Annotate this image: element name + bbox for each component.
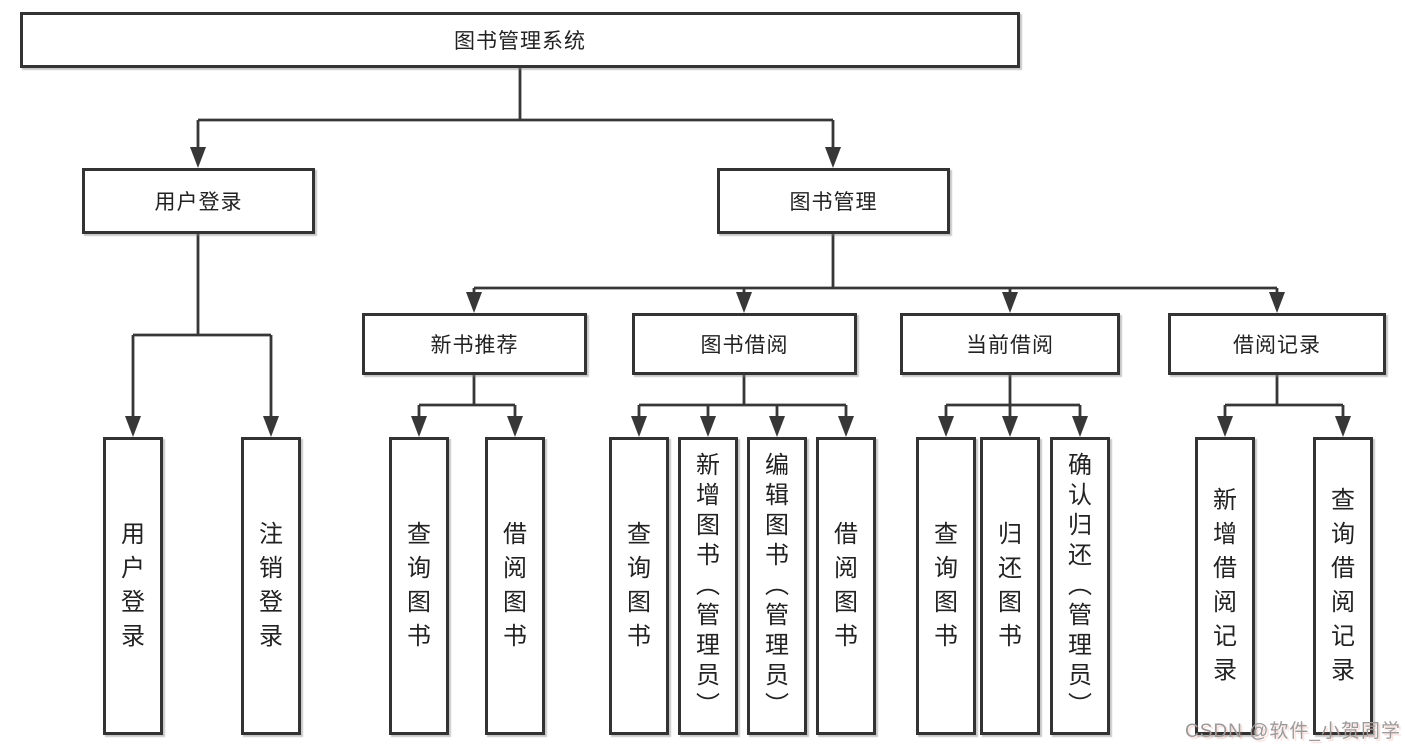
node-label: 用户登录: [121, 521, 145, 650]
node-label: 查询图书: [407, 521, 431, 650]
leaf-query-books-borrowing: 查询图书: [609, 437, 669, 735]
node-book-borrowing: 图书借阅: [632, 313, 857, 375]
leaf-borrow-books: 借阅图书: [816, 437, 876, 735]
node-borrowing-records: 借阅记录: [1168, 313, 1386, 375]
leaf-query-books-current: 查询图书: [916, 437, 976, 735]
leaf-borrow-books-recommend: 借阅图书: [485, 437, 545, 735]
node-current-borrowing: 当前借阅: [900, 313, 1120, 375]
node-new-book-recommendation: 新书推荐: [362, 313, 587, 375]
leaf-edit-book-admin: 编辑图书︵管理员︶: [747, 437, 807, 735]
node-label: 借阅图书: [834, 521, 858, 650]
leaf-add-book-admin: 新增图书︵管理员︶: [678, 437, 738, 735]
node-label: 图书管理: [789, 191, 878, 214]
leaf-add-borrow-record: 新增借阅记录: [1195, 437, 1255, 735]
node-label: 图书借阅: [700, 334, 789, 357]
node-label: 查询借阅记录: [1331, 487, 1355, 684]
node-label: 查询图书: [627, 521, 651, 650]
node-label: 当前借阅: [966, 334, 1054, 357]
node-label: 确认归还︵管理员︶: [1068, 452, 1092, 719]
node-label: 图书管理系统: [454, 30, 586, 53]
node-user-login: 用户登录: [82, 168, 315, 234]
leaf-logout: 注销登录: [241, 437, 301, 735]
node-label: 编辑图书︵管理员︶: [765, 452, 789, 719]
node-label: 归还图书: [998, 521, 1022, 650]
node-label: 查询图书: [934, 521, 958, 650]
leaf-query-borrow-record: 查询借阅记录: [1313, 437, 1373, 735]
node-label: 新增借阅记录: [1213, 487, 1237, 684]
node-label: 用户登录: [154, 191, 243, 214]
node-root-system: 图书管理系统: [20, 12, 1020, 68]
node-book-management: 图书管理: [717, 168, 950, 234]
leaf-user-login: 用户登录: [103, 437, 163, 735]
node-label: 注销登录: [259, 521, 283, 650]
node-label: 新增图书︵管理员︶: [696, 452, 720, 719]
watermark: CSDN @软件_小贺同学: [1185, 721, 1401, 742]
leaf-query-books-recommend: 查询图书: [389, 437, 449, 735]
leaf-return-book: 归还图书: [980, 437, 1040, 735]
leaf-confirm-return-admin: 确认归还︵管理员︶: [1050, 437, 1110, 735]
node-label: 借阅记录: [1233, 334, 1321, 357]
node-label: 借阅图书: [503, 521, 527, 650]
node-label: 新书推荐: [430, 334, 519, 357]
